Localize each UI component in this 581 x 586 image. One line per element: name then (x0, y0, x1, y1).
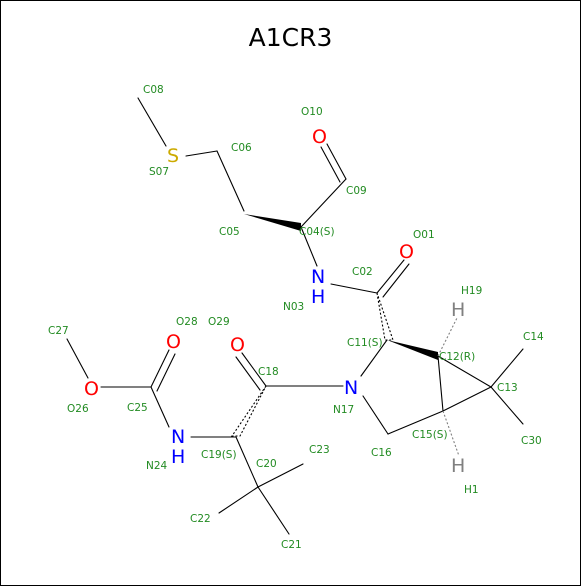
bond-c25-o28-b (156, 353, 176, 392)
atom-o28-symbol: O (166, 331, 181, 353)
bond-c25-o28-a (150, 349, 170, 388)
label-o29: O29 (208, 316, 230, 328)
label-c14: C14 (523, 331, 544, 343)
atom-o10-symbol: O (312, 126, 327, 148)
atom-o26-symbol: O (84, 378, 99, 400)
label-n03: N03 (283, 301, 304, 313)
bond-c13-c30 (490, 386, 524, 425)
atom-n24-h-symbol: H (171, 446, 185, 468)
atom-o29-symbol: O (230, 334, 245, 356)
label-c09: C09 (346, 185, 367, 197)
label-c23: C23 (309, 444, 330, 456)
bond-s07-c06 (185, 150, 218, 157)
bond-c02-o01-b (382, 263, 410, 298)
label-c22: C22 (190, 513, 211, 525)
atom-s07-symbol: S (167, 145, 179, 167)
bonds (66, 97, 524, 535)
bond-c06-c05 (216, 150, 245, 212)
label-c18: C18 (258, 366, 279, 378)
label-c08: C08 (143, 84, 164, 96)
bond-o26-c27 (66, 338, 89, 379)
label-c13: C13 (497, 382, 518, 394)
label-h19: H19 (461, 285, 482, 297)
label-c04: C04(S) (299, 226, 335, 238)
label-n24: N24 (146, 460, 168, 472)
atom-labels: C08 S07 C06 O10 C09 C05 C04(S) O01 C02 N… (48, 84, 544, 551)
label-c30: C30 (521, 435, 542, 447)
bond-c11-n17 (360, 339, 388, 377)
label-c27: C27 (48, 325, 69, 337)
bond-c08-s07 (137, 97, 167, 147)
wedge-c11-c12 (387, 340, 438, 360)
element-symbols: S O O N H O O O N N H H H (84, 126, 465, 477)
atom-n17-symbol: N (344, 377, 358, 399)
label-s07: S07 (149, 166, 169, 178)
atom-n03-h-symbol: H (311, 286, 325, 308)
atom-h19-symbol: H (451, 299, 465, 321)
label-c12: C12(R) (439, 351, 475, 363)
bond-c12-c15 (437, 355, 444, 412)
label-c05: C05 (219, 226, 240, 238)
bond-c18-o29-b (235, 356, 261, 391)
label-o28: O28 (176, 316, 198, 328)
label-h1: H1 (464, 484, 479, 496)
hash-c02-c11 (376, 292, 394, 341)
bond-c02-o01-a (376, 259, 405, 294)
bond-c19-c20 (235, 436, 259, 488)
hash-c12-h19 (437, 317, 458, 357)
label-c06: C06 (231, 142, 252, 154)
hash-c18-c19 (230, 385, 267, 437)
bond-c18-o29-a (241, 352, 267, 387)
label-c11: C11(S) (347, 337, 383, 349)
bond-c09-o10-b (320, 146, 341, 183)
atom-h1-symbol: H (451, 455, 465, 477)
bond-n24-c25 (150, 386, 170, 428)
bond-c09-o10-a (326, 143, 347, 180)
label-o01: O01 (413, 229, 435, 241)
label-c02: C02 (352, 266, 373, 278)
label-c20: C20 (256, 458, 277, 470)
atom-n24-symbol: N (171, 426, 185, 448)
label-n17: N17 (333, 404, 354, 416)
label-c19: C19(S) (201, 449, 237, 461)
atom-o01-symbol: O (399, 241, 414, 263)
bond-c12-c13 (437, 355, 492, 388)
label-c15: C15(S) (412, 429, 448, 441)
bond-c20-c23 (257, 463, 304, 488)
bond-c04-c09 (300, 178, 347, 228)
bond-n03-c02 (330, 283, 378, 294)
atom-n03-symbol: N (311, 266, 325, 288)
bond-c16-n17 (362, 395, 389, 435)
molecule-title: A1CR3 (248, 23, 333, 52)
label-c16: C16 (371, 447, 392, 459)
bond-c20-c22 (218, 486, 259, 514)
label-o10: O10 (301, 106, 323, 118)
wedge-c05-c04 (244, 214, 301, 231)
label-c25: C25 (127, 402, 148, 414)
bond-c13-c14 (490, 348, 524, 388)
bond-c04-n03 (300, 226, 318, 267)
label-c21: C21 (281, 539, 302, 551)
label-o26: O26 (67, 403, 89, 415)
bond-c20-c21 (257, 486, 290, 535)
bond-c15-c16 (387, 410, 444, 435)
bond-c15-c13 (442, 386, 492, 412)
